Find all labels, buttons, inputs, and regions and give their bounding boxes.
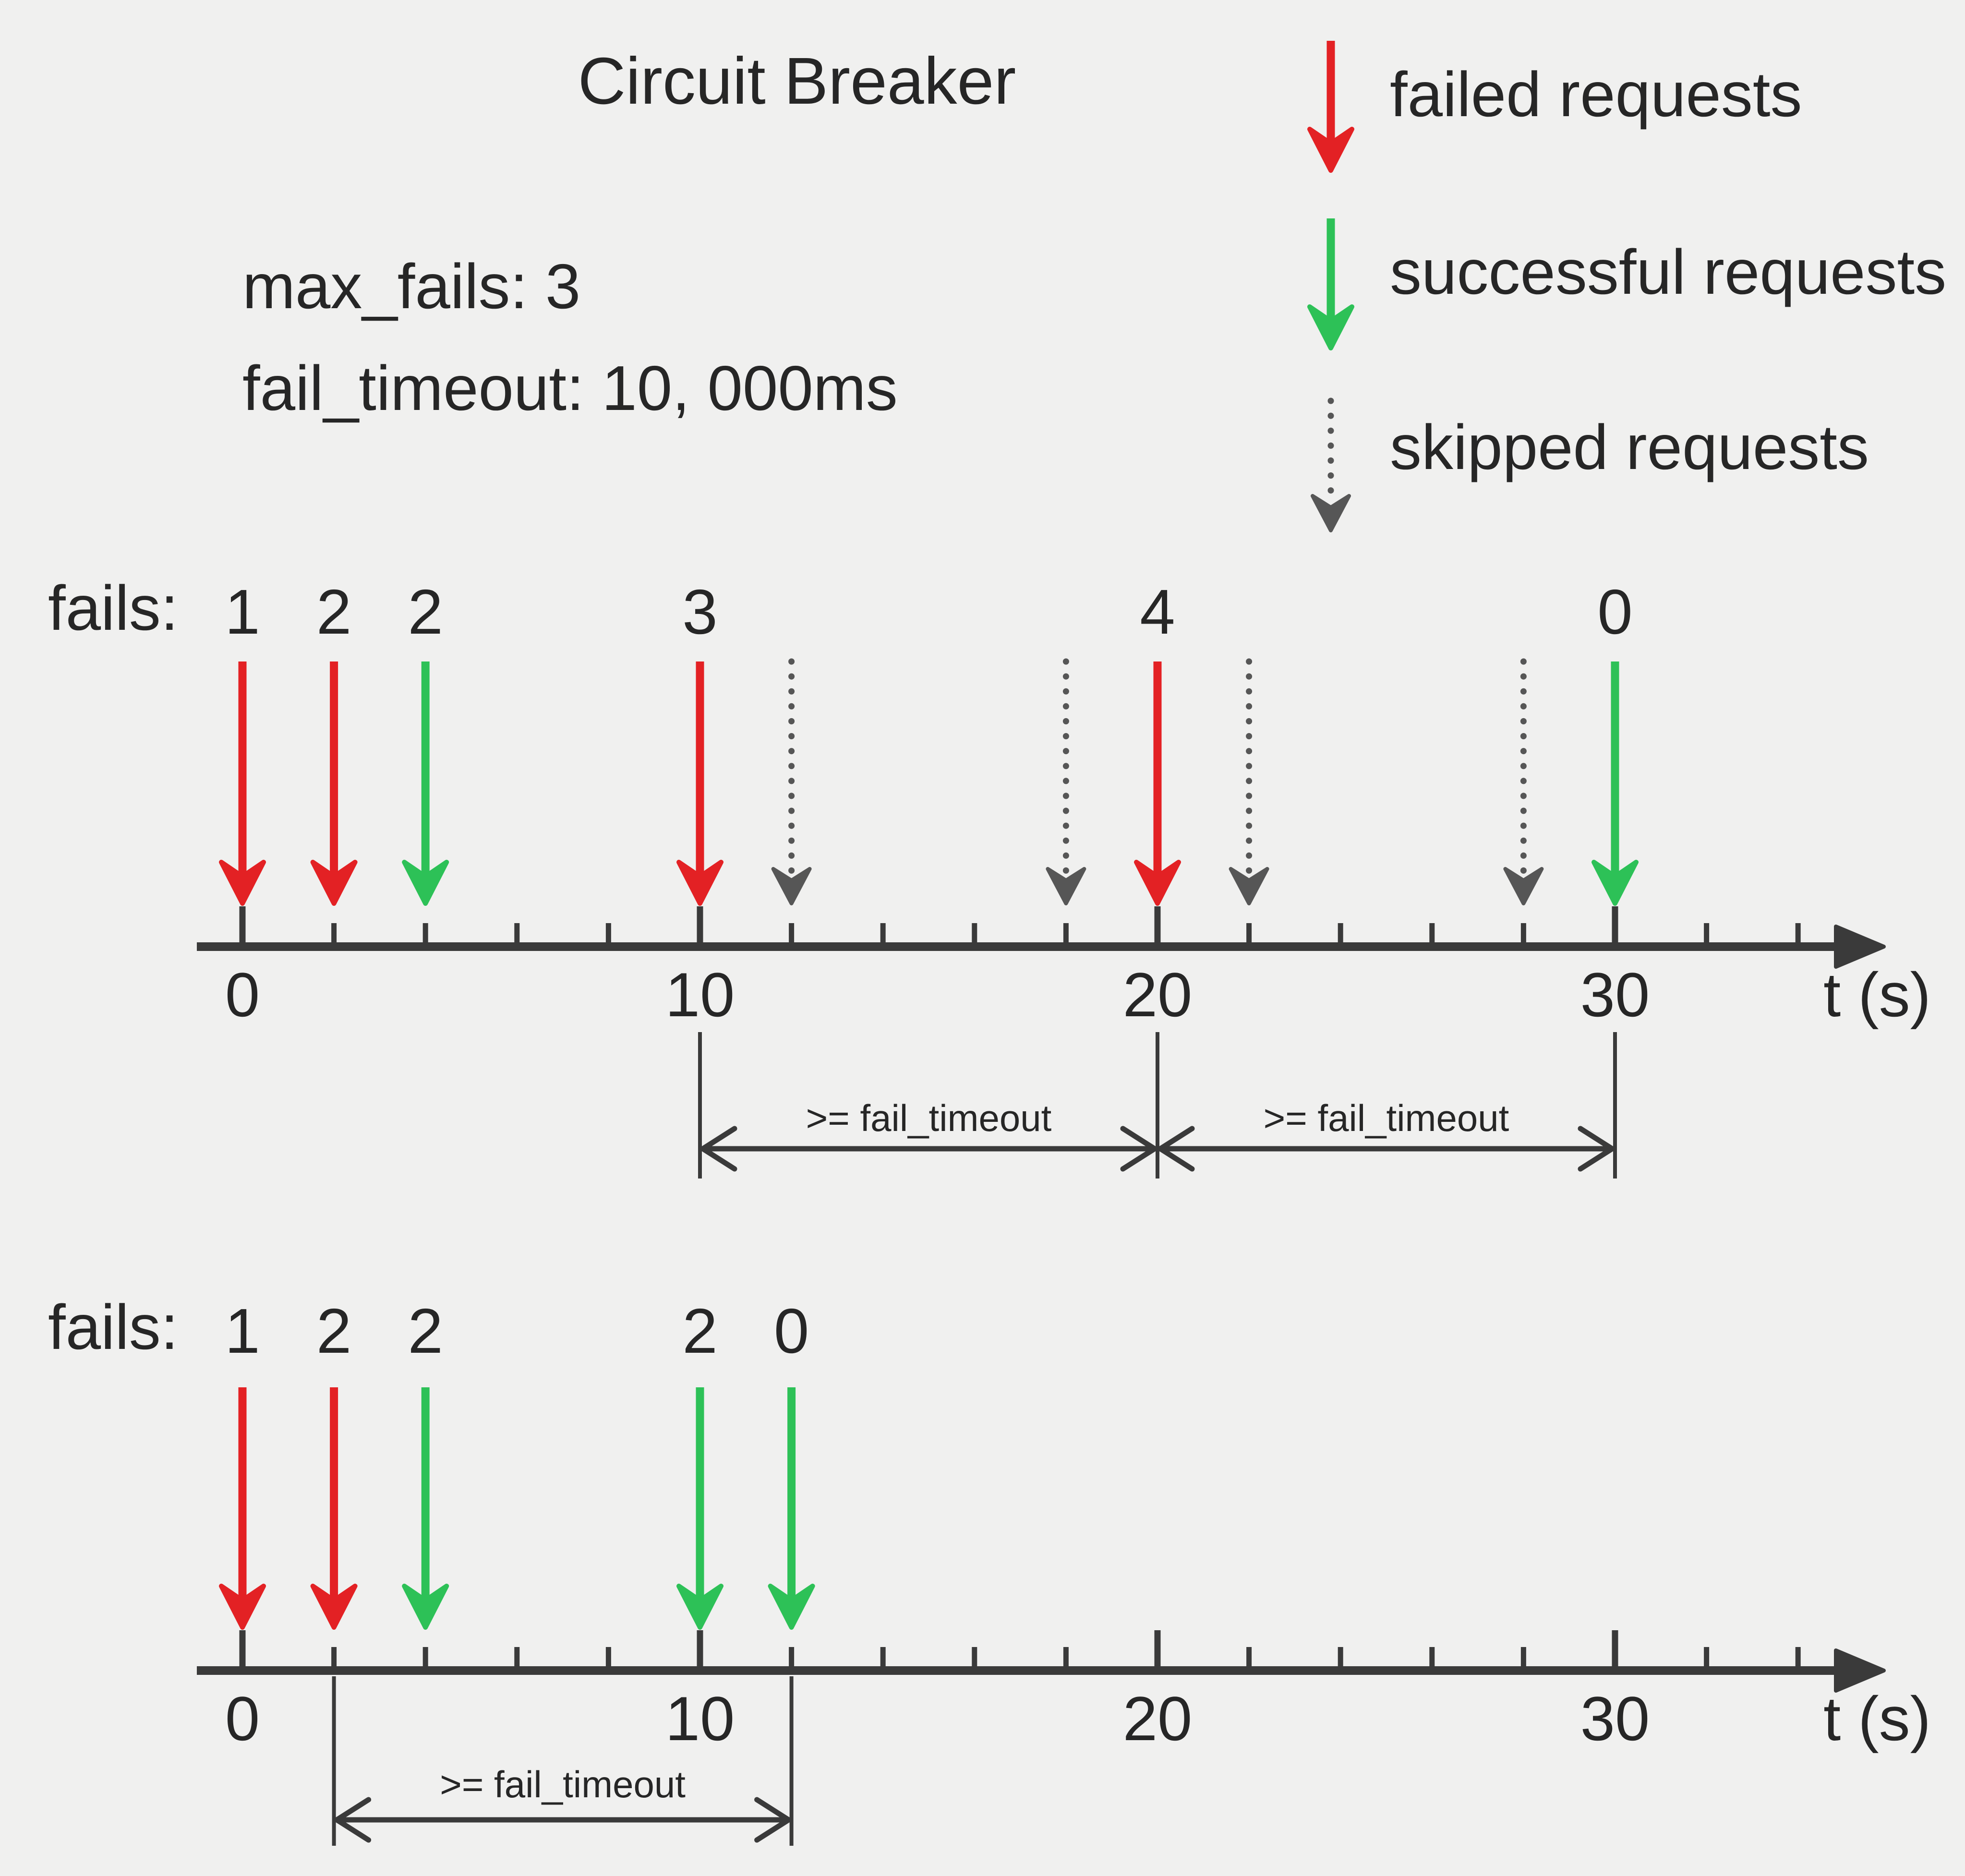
- axis-tick-label: 30: [1580, 960, 1650, 1030]
- failed-request-arrow-head: [310, 1584, 358, 1630]
- param-fail-timeout: fail_timeout: 10, 000ms: [242, 353, 898, 423]
- successful-request-arrow-head: [402, 860, 449, 906]
- param-max-fails: max_fails: 3: [242, 251, 581, 322]
- axis-unit-label: t (s): [1823, 960, 1931, 1030]
- time-axis-arrowhead-icon: [1834, 1648, 1886, 1693]
- fails-label-timeline-2: fails:: [48, 1292, 179, 1362]
- successful-request-arrow-head: [768, 1584, 815, 1630]
- failed-request-arrow-head: [219, 860, 266, 906]
- fail-count-label: 3: [682, 577, 717, 647]
- fail-count-label: 2: [408, 577, 443, 647]
- page-title: Circuit Breaker: [578, 44, 1016, 118]
- fail-count-label: 2: [316, 1296, 351, 1366]
- fails-label-timeline-1: fails:: [48, 573, 179, 643]
- failed-request-arrow-head: [676, 860, 723, 906]
- fail-timeout-span-arrow-right-head-icon: [1120, 1126, 1157, 1172]
- fail-count-label: 1: [225, 577, 260, 647]
- axis-tick-label: 20: [1123, 960, 1193, 1030]
- fail-count-label: 2: [682, 1296, 717, 1366]
- fail-timeout-span-arrow-left-head-icon: [700, 1126, 737, 1172]
- skipped-request-arrow-head: [1046, 867, 1086, 905]
- fail-timeout-span-label: >= fail_timeout: [440, 1763, 686, 1805]
- axis-tick-label: 0: [225, 1684, 260, 1754]
- skipped-request-arrow-head: [1503, 867, 1544, 905]
- fail-timeout-span-arrow-right-head-icon: [754, 1797, 792, 1843]
- skipped-request-arrow-head: [771, 867, 812, 905]
- failed-request-arrow-head: [310, 860, 358, 906]
- legend-failed-arrow-icon-head: [1307, 127, 1354, 173]
- skipped-request-arrow-head: [1229, 867, 1269, 905]
- failed-request-arrow-head: [1134, 860, 1181, 906]
- fail-count-label: 2: [316, 577, 351, 647]
- failed-request-arrow-head: [219, 1584, 266, 1630]
- axis-tick-label: 30: [1580, 1684, 1650, 1754]
- axis-unit-label: t (s): [1823, 1684, 1931, 1754]
- fail-timeout-span-arrow-right-head-icon: [1578, 1126, 1615, 1172]
- fail-count-label: 2: [408, 1296, 443, 1366]
- successful-request-arrow-head: [402, 1584, 449, 1630]
- fail-timeout-span-label: >= fail_timeout: [806, 1097, 1052, 1139]
- legend-label-skipped: skipped requests: [1390, 412, 1869, 482]
- legend-label-failed: failed requests: [1390, 59, 1802, 130]
- legend-label-successful: successful requests: [1390, 237, 1947, 307]
- legend-skipped-arrow-icon-head: [1311, 494, 1351, 532]
- legend-successful-arrow-icon-head: [1307, 304, 1354, 350]
- axis-tick-label: 20: [1123, 1684, 1193, 1754]
- time-axis-arrowhead-icon: [1834, 925, 1886, 969]
- axis-tick-label: 10: [665, 1684, 735, 1754]
- fail-count-label: 0: [774, 1296, 809, 1366]
- fail-timeout-span-label: >= fail_timeout: [1264, 1097, 1509, 1139]
- fail-timeout-span-arrow-left-head-icon: [334, 1797, 372, 1843]
- fail-count-label: 4: [1140, 577, 1175, 647]
- successful-request-arrow-head: [676, 1584, 723, 1630]
- fail-timeout-span-arrow-left-head-icon: [1157, 1126, 1195, 1172]
- fail-count-label: 0: [1597, 577, 1632, 647]
- fail-count-label: 1: [225, 1296, 260, 1366]
- successful-request-arrow-head: [1591, 860, 1639, 906]
- axis-tick-label: 0: [225, 960, 260, 1030]
- axis-tick-label: 10: [665, 960, 735, 1030]
